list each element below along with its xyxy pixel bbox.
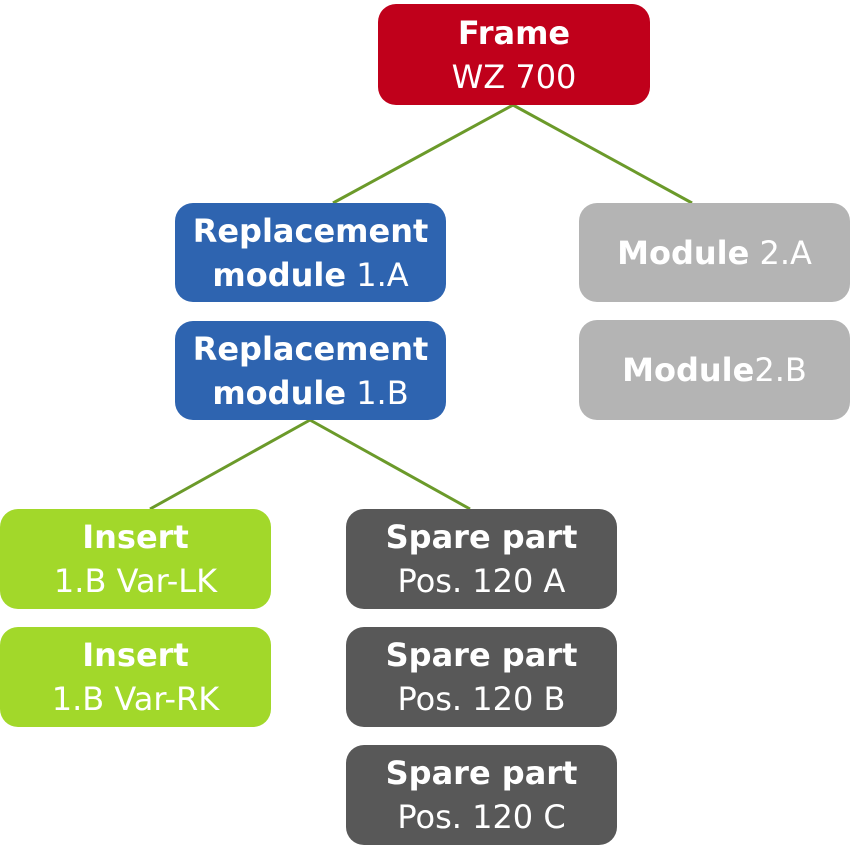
- module-2a-node: Module 2.A: [579, 203, 850, 302]
- module-2a-id: 2.A: [749, 233, 812, 272]
- replacement-module-1a-line2: module 1.A: [212, 253, 408, 297]
- replacement-module-1b-node: Replacement module 1.B: [175, 321, 446, 420]
- spare-part-a-node: Spare part Pos. 120 A: [346, 509, 617, 609]
- spare-part-c-node: Spare part Pos. 120 C: [346, 745, 617, 845]
- insert-rk-title: Insert: [82, 636, 189, 674]
- replacement-module-1a-id: 1.A: [346, 255, 409, 294]
- spare-part-a-position: Pos. 120 A: [397, 562, 566, 600]
- module-2b-title: Module: [622, 351, 755, 389]
- replacement-module-1b-line2: module 1.B: [212, 371, 408, 415]
- connector-replacement-1b-to-spare-part: [309, 418, 471, 511]
- replacement-module-1b-id: 1.B: [346, 373, 409, 412]
- replacement-module-1a-title-line2: module: [212, 255, 347, 294]
- module-2b-node: Module2.B: [579, 320, 850, 420]
- spare-part-c-title: Spare part: [385, 754, 578, 792]
- connector-frame-to-replacement-1a: [332, 103, 514, 205]
- insert-rk-variant: 1.B Var-RK: [51, 680, 220, 718]
- frame-title: Frame: [457, 13, 571, 52]
- replacement-module-1b-title-line2: module: [212, 373, 347, 412]
- spare-part-a-title: Spare part: [385, 518, 578, 556]
- module-2b-id: 2.B: [754, 351, 807, 389]
- spare-part-b-title: Spare part: [385, 636, 578, 674]
- replacement-module-1a-node: Replacement module 1.A: [175, 203, 446, 302]
- insert-lk-variant: 1.B Var-LK: [53, 562, 218, 600]
- spare-part-c-position: Pos. 120 C: [397, 798, 566, 836]
- frame-node: Frame WZ 700: [378, 4, 650, 105]
- connector-frame-to-module-2a: [512, 103, 693, 205]
- replacement-module-1b-title-line1: Replacement: [192, 329, 429, 368]
- insert-lk-node: Insert 1.B Var-LK: [0, 509, 271, 609]
- connector-replacement-1b-to-insert: [149, 418, 311, 511]
- insert-lk-title: Insert: [82, 518, 189, 556]
- module-2a-label: Module 2.A: [617, 231, 812, 275]
- spare-part-b-position: Pos. 120 B: [397, 680, 566, 718]
- replacement-module-1a-title-line1: Replacement: [192, 211, 429, 250]
- insert-rk-node: Insert 1.B Var-RK: [0, 627, 271, 727]
- spare-part-b-node: Spare part Pos. 120 B: [346, 627, 617, 727]
- frame-model: WZ 700: [451, 57, 577, 96]
- module-2b-label: Module2.B: [622, 348, 807, 392]
- module-2a-title: Module: [617, 233, 750, 272]
